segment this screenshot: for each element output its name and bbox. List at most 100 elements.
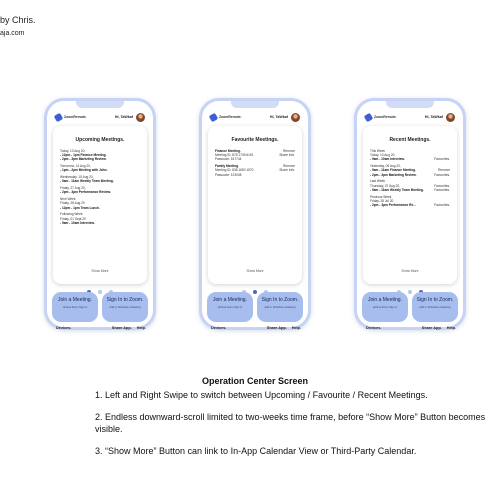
list-item[interactable]: Last Week bbox=[370, 179, 450, 183]
description-point-1: 1. Left and Right Swipe to switch betwee… bbox=[95, 390, 428, 400]
join-meeting-button[interactable]: Join a Meeting. without Zoom Sign In bbox=[362, 292, 408, 322]
devices-link[interactable]: Devices. bbox=[211, 326, 227, 330]
meetings-card[interactable]: Favourite Meetings. Finance Meeting.Remov… bbox=[208, 126, 302, 294]
list-item[interactable]: - 9am - 11am Finance Meeting.Remove bbox=[370, 168, 450, 172]
meeting-action-link[interactable]: Remove bbox=[283, 149, 295, 153]
list-item[interactable]: - 9am - 11am Weekly Team Meeting. bbox=[60, 179, 140, 183]
meeting-text: Next Week bbox=[60, 197, 76, 202]
list-item[interactable]: Friday, 27 Aug 20, bbox=[60, 186, 140, 190]
list-item[interactable]: This Week bbox=[370, 149, 450, 153]
page-indicator-dot[interactable] bbox=[253, 290, 257, 294]
sign-in-label: Sign In to Zoom. bbox=[106, 297, 144, 303]
list-item[interactable]: - 2pm - 3pm Marketing Review.Favourites. bbox=[370, 173, 450, 177]
list-item[interactable]: Friday, 28 Aug 20 bbox=[60, 201, 140, 205]
list-item[interactable]: - 12pm - 1pm Team Lunch. bbox=[60, 206, 140, 210]
sign-in-button[interactable]: Sign In to Zoom.Add or Schedule a Meetin… bbox=[412, 292, 458, 322]
list-item[interactable]: - 9am - 11am Weekly Team Meeting.Favouri… bbox=[370, 188, 450, 192]
meeting-text: Last Week bbox=[370, 179, 386, 184]
avatar[interactable] bbox=[446, 112, 455, 122]
list-item[interactable]: Today, 13 Aug 20, bbox=[60, 149, 140, 153]
help-link[interactable]: Help. bbox=[446, 326, 456, 330]
meeting-action-link[interactable]: Share Info. bbox=[279, 153, 295, 158]
devices-link[interactable]: Devices. bbox=[56, 326, 72, 330]
show-more-button[interactable]: Show More bbox=[91, 269, 109, 273]
list-item[interactable]: Family Meeting. Remove bbox=[215, 164, 295, 168]
meeting-action-link[interactable]: Favourites. bbox=[434, 187, 450, 192]
sign-in-sublabel: Add or Schedule a Meeting bbox=[264, 306, 296, 309]
app-header: ZoomRemote.Hi, TaWkaf bbox=[363, 111, 455, 123]
sign-in-button[interactable]: Sign In to Zoom.Add or Schedule a Meetin… bbox=[102, 292, 148, 322]
meeting-text: Yesterday, 09 Aug 20, bbox=[370, 164, 401, 169]
meeting-text: - 2pm - 3pm Marketing Review. bbox=[60, 157, 107, 162]
meeting-text: Family Meeting. bbox=[215, 164, 239, 169]
avatar[interactable] bbox=[136, 112, 145, 122]
help-link[interactable]: Help. bbox=[136, 326, 146, 330]
meeting-action-link[interactable]: Favourites. bbox=[434, 172, 450, 177]
devices-link[interactable]: Devices. bbox=[366, 326, 382, 330]
list-item[interactable]: Following Week bbox=[60, 212, 140, 216]
meeting-text: - 1pm - 2pm Meeting with John. bbox=[60, 168, 108, 173]
join-meeting-label: Join a Meeting. bbox=[368, 297, 402, 303]
user-greeting[interactable]: Hi, TaWkaf bbox=[425, 112, 455, 122]
meetings-card[interactable]: Upcoming Meetings.Today, 13 Aug 20,- 12p… bbox=[53, 126, 147, 294]
user-name: Hi, TaWkaf bbox=[114, 115, 133, 119]
meeting-action-link[interactable]: Favourites. bbox=[434, 183, 450, 188]
list-item[interactable]: - 9am - 10am Interview. bbox=[60, 221, 140, 225]
page-indicator-dot[interactable] bbox=[98, 290, 102, 294]
meeting-action-link[interactable]: Remove bbox=[283, 164, 295, 169]
page-indicator-dot[interactable] bbox=[408, 290, 412, 294]
list-item[interactable]: - 12pm - 1pm Finance Meeting. bbox=[60, 153, 140, 157]
share-app-link[interactable]: Share App. bbox=[111, 326, 132, 330]
avatar[interactable] bbox=[291, 112, 300, 122]
share-app-link[interactable]: Share App. bbox=[421, 326, 442, 330]
join-meeting-label: Join a Meeting. bbox=[58, 297, 92, 303]
join-meeting-sublabel: without Zoom Sign In bbox=[372, 306, 398, 309]
join-meeting-button[interactable]: Join a Meeting.without Zoom Sign In bbox=[52, 292, 98, 322]
phone-notch bbox=[231, 101, 279, 108]
join-meeting-button[interactable]: Join a Meeting.without Zoom Sign In bbox=[207, 292, 253, 322]
show-more-button[interactable]: Show More bbox=[401, 269, 419, 273]
list-item[interactable]: Next Week bbox=[60, 197, 140, 201]
list-item[interactable]: - 2pm - 3pm Marketing Review. bbox=[60, 157, 140, 161]
list-item[interactable]: Thursday, 07 Aug 20,Favourites. bbox=[370, 184, 450, 188]
sign-in-label: Sign In to Zoom. bbox=[261, 297, 299, 303]
meeting-action-link[interactable]: Favourites. bbox=[434, 157, 450, 162]
meeting-text: This Week bbox=[370, 149, 385, 153]
meetings-list[interactable]: Today, 13 Aug 20,- 12pm - 1pm Finance Me… bbox=[60, 149, 140, 225]
app-name: ZoomRemote. bbox=[219, 115, 242, 119]
meeting-text: - 9am - 11am Weekly Team Meeting. bbox=[60, 179, 114, 184]
list-item[interactable]: Friday, 28 Jul 20 bbox=[370, 199, 450, 203]
meeting-text: Previous Week bbox=[370, 194, 392, 199]
meetings-card-title: Favourite Meetings. bbox=[231, 137, 279, 143]
list-item[interactable]: Today, 13 Aug 20, bbox=[370, 153, 450, 157]
list-item[interactable]: Finance Meeting.Remove bbox=[215, 149, 295, 153]
meeting-action-link[interactable]: Share Info. bbox=[279, 168, 295, 173]
sign-in-button[interactable]: Sign In to Zoom. Add or Schedule a Meetin… bbox=[257, 292, 303, 322]
list-item[interactable]: - 2pm - 3pm Performance Re...Favourites. bbox=[370, 203, 450, 207]
user-greeting[interactable]: Hi, TaWkaf bbox=[114, 112, 145, 122]
list-item[interactable]: Wednesday, 15 Aug 20, bbox=[60, 175, 140, 179]
user-greeting[interactable]: Hi, TaWkaf bbox=[270, 112, 300, 122]
list-item[interactable]: Passcode: 167744 bbox=[215, 157, 295, 161]
list-item[interactable]: Passcode: 123008 bbox=[215, 173, 295, 177]
help-link[interactable]: Help. bbox=[291, 326, 301, 330]
meeting-action-link[interactable]: Remove bbox=[438, 168, 450, 173]
meeting-action-link[interactable]: Favourites. bbox=[434, 203, 450, 208]
list-item[interactable]: Friday, 01 Sept 20 bbox=[60, 217, 140, 221]
list-item[interactable]: - 1pm - 2pm Meeting with John. bbox=[60, 168, 140, 172]
share-app-link[interactable]: Share App. bbox=[266, 326, 287, 330]
list-item[interactable]: - 9am - 10am Interview.Favourites. bbox=[370, 157, 450, 161]
list-item[interactable]: Tomorrow, 14 Aug 20, bbox=[60, 164, 140, 168]
list-item[interactable]: - 2pm - 3pm Performance Review. bbox=[60, 190, 140, 194]
show-more-button[interactable]: Show More bbox=[246, 269, 264, 273]
list-item[interactable]: Yesterday, 09 Aug 20, bbox=[370, 164, 450, 168]
meeting-text: Tomorrow, 14 Aug 20, bbox=[60, 164, 91, 169]
list-item[interactable]: Previous Week bbox=[370, 195, 450, 199]
join-meeting-sublabel: without Zoom Sign In bbox=[217, 306, 243, 309]
